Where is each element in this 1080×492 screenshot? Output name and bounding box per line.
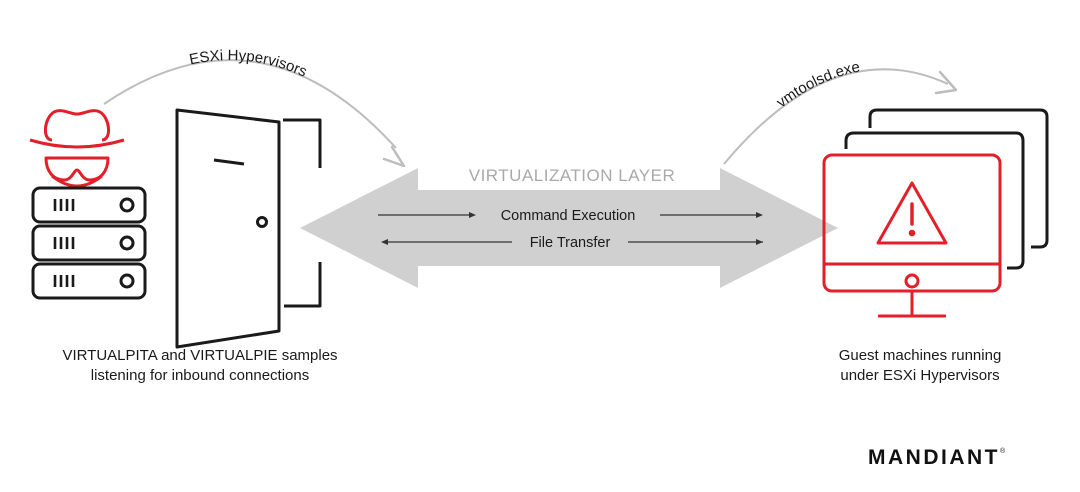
logo-registered-mark: ® (999, 448, 1006, 455)
left-arc-arrow (103, 59, 406, 168)
right-arc-label: vmtoolsd.exe (773, 58, 861, 111)
mandiant-logo: MANDIANT® (868, 446, 1005, 470)
command-execution-label: Command Execution (501, 208, 636, 224)
logo-text: MANDIANT (868, 446, 1000, 469)
right-arc-arrow (723, 68, 958, 165)
server-rack-icon (31, 186, 147, 300)
hacker-icon (29, 109, 125, 188)
virtualization-layer-band (300, 168, 838, 288)
caption-left: VIRTUALPITA and VIRTUALPIE samples liste… (20, 346, 380, 386)
caption-right-line-1: Guest machines running (838, 347, 1002, 364)
open-door-icon (175, 108, 322, 349)
command-execution-arrow (378, 212, 763, 218)
warning-monitor-icon (822, 153, 1002, 318)
file-transfer-arrow (381, 239, 763, 245)
virtualization-layer-title: VIRTUALIZATION LAYER (469, 166, 676, 185)
file-transfer-label: File Transfer (530, 235, 611, 251)
left-arc-label: ESXi Hypervisors (188, 47, 310, 81)
caption-right-line-2: under ESXi Hypervisors (840, 367, 1000, 384)
caption-right: Guest machines running under ESXi Hyperv… (790, 346, 1050, 386)
back-monitor-outlines (844, 108, 1049, 270)
caption-left-line-1: VIRTUALPITA and VIRTUALPIE samples (62, 347, 338, 364)
caption-left-line-2: listening for inbound connections (90, 367, 310, 384)
